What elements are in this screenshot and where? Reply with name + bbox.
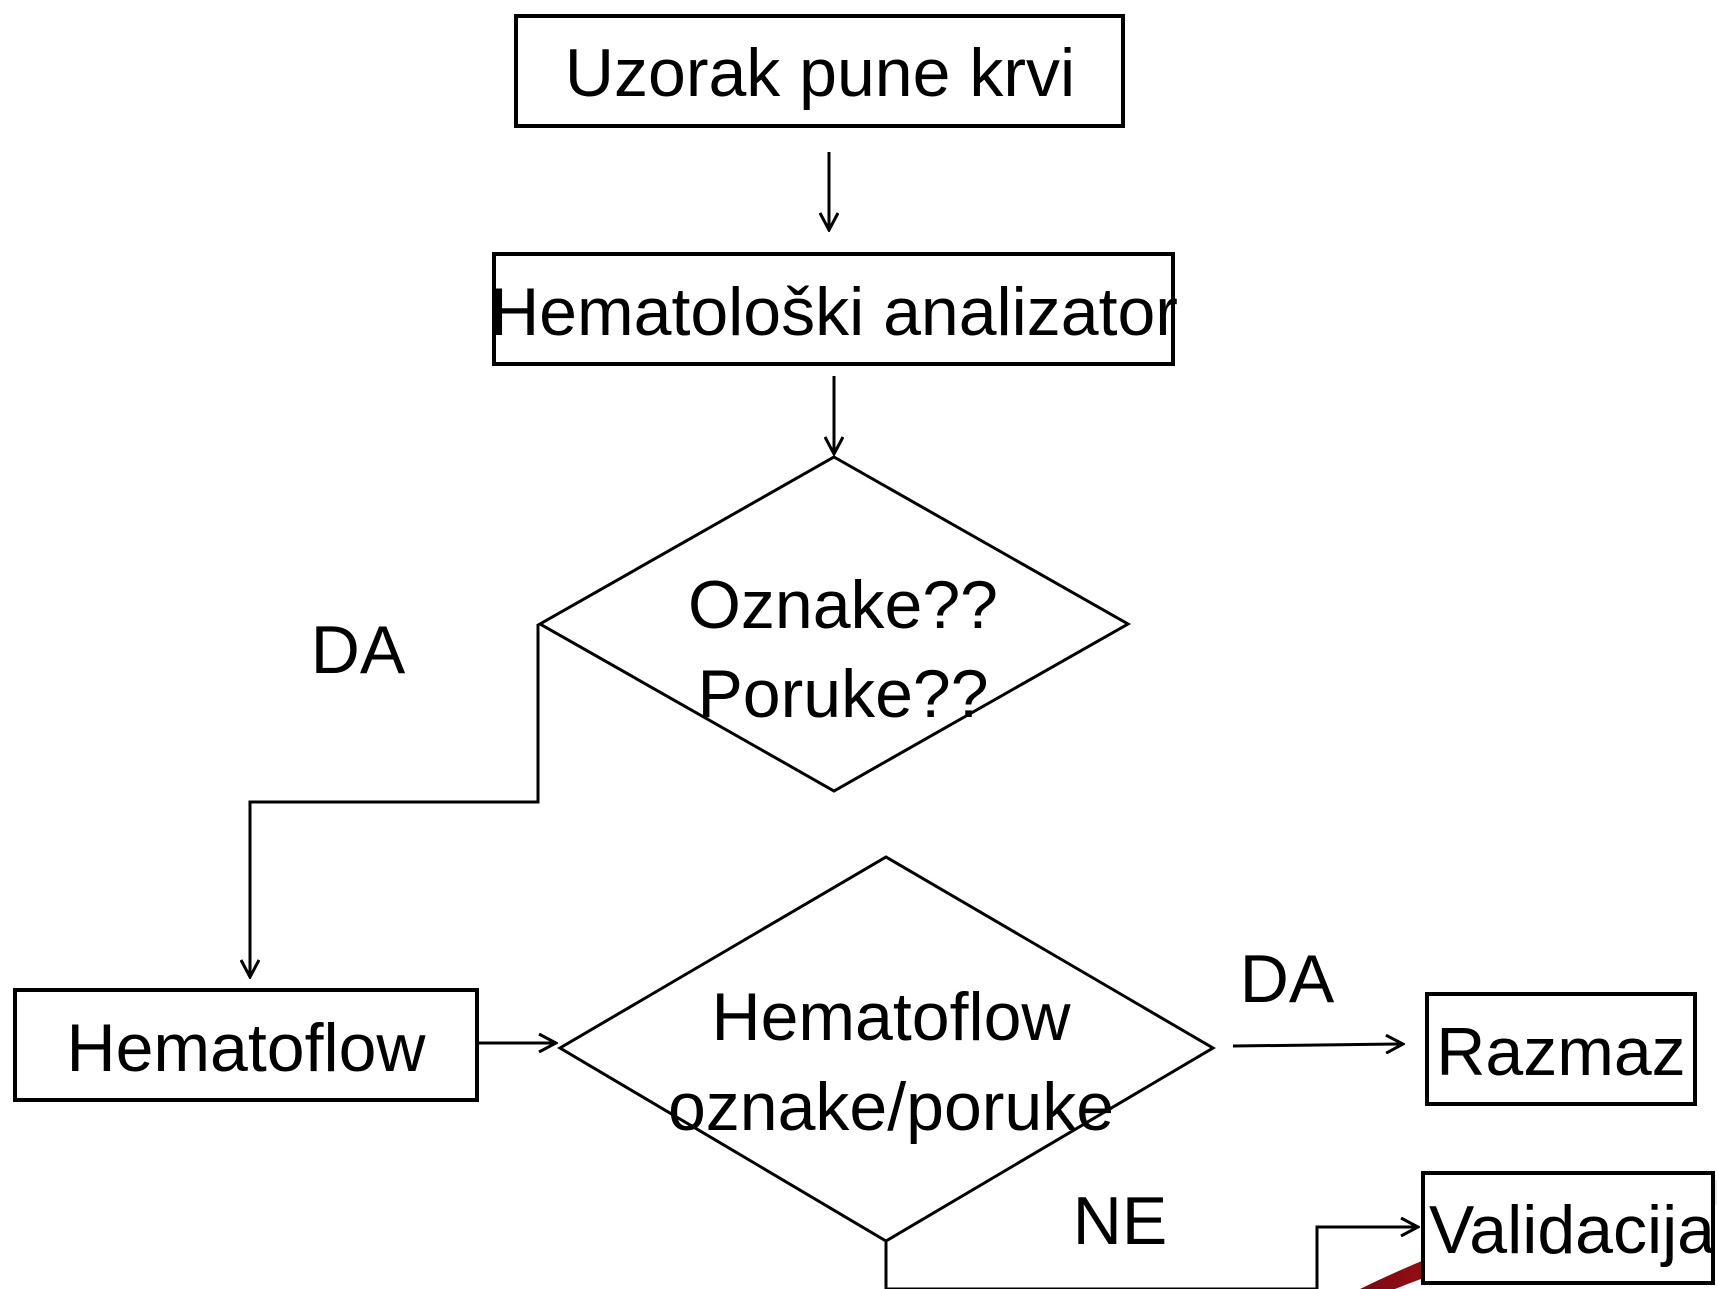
node-decision-hematoflow-flags: Hematoflow oznake/poruke	[557, 855, 1216, 1243]
edge-decision2-no-to-validation	[884, 1227, 1418, 1289]
node-validation: Validacija	[1421, 1171, 1715, 1285]
node-decision-hematoflow-line1: Hematoflow	[711, 979, 1071, 1055]
edge-label-yes-right: DA	[1240, 941, 1335, 1017]
node-hematoflow-label: Hematoflow	[66, 1010, 426, 1086]
node-decision-hematoflow-line2: oznake/poruke	[668, 1069, 1114, 1145]
node-analyzer: Hematološki analizator	[490, 252, 1178, 366]
node-decision-flags: Oznake?? Poruke??	[536, 455, 1132, 793]
node-smear-label: Razmaz	[1436, 1014, 1685, 1090]
edge-label-no: NE	[1073, 1183, 1167, 1259]
node-validation-label: Validacija	[1429, 1192, 1715, 1268]
node-sample-label: Uzorak pune krvi	[565, 35, 1075, 111]
node-decision-flags-line2: Poruke??	[697, 656, 988, 732]
node-sample: Uzorak pune krvi	[514, 14, 1125, 128]
node-analyzer-label: Hematološki analizator	[490, 274, 1178, 350]
edge-decision1-yes-to-hematoflow	[250, 624, 540, 977]
edge-label-yes-left: DA	[311, 612, 406, 688]
node-hematoflow: Hematoflow	[13, 988, 479, 1102]
edge-decision2-yes-to-smear	[1232, 1044, 1403, 1046]
node-decision-flags-line1: Oznake??	[688, 567, 998, 643]
node-smear: Razmaz	[1425, 992, 1697, 1106]
